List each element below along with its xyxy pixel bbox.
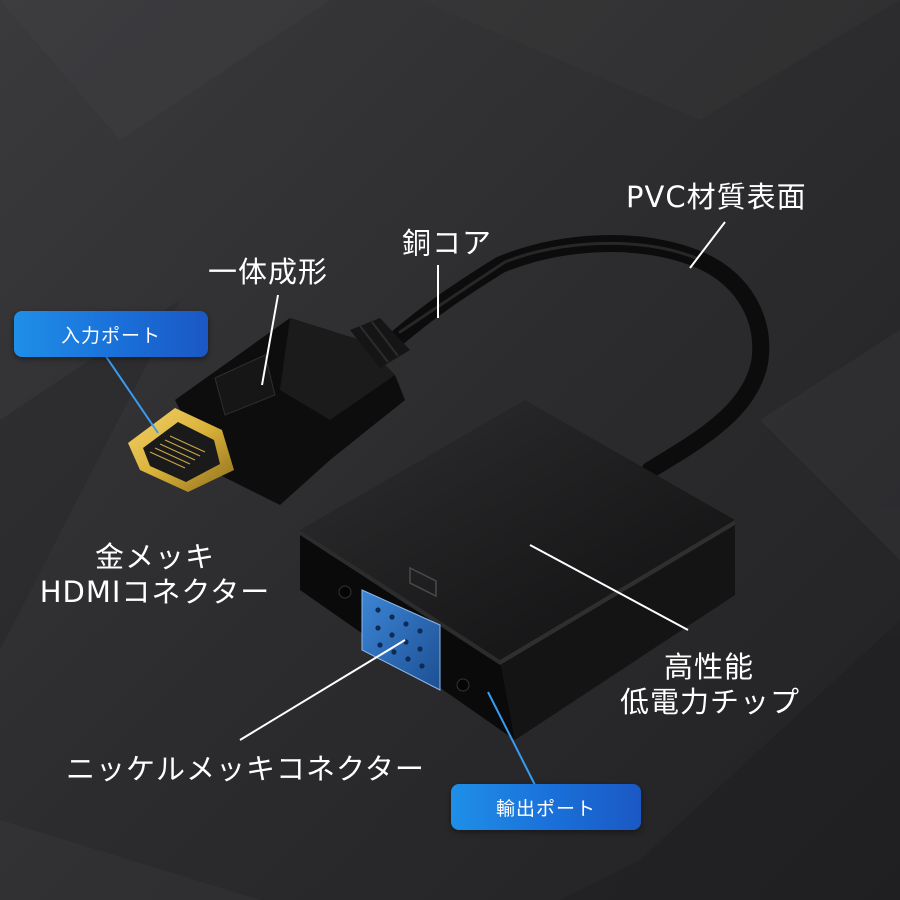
leader-pvc xyxy=(689,221,726,269)
leader-lines xyxy=(104,221,726,786)
screw-hole-left xyxy=(338,585,352,599)
label-high-performance-line1: 高性能 xyxy=(663,650,754,684)
label-copper-core: 銅コア xyxy=(402,226,493,260)
label-gold-plated-line1: 金メッキ xyxy=(94,540,215,574)
leader-nickel xyxy=(239,639,406,741)
label-nickel-connector: ニッケルメッキコネクター xyxy=(66,752,425,786)
label-gold-plated-line2: HDMIコネクター xyxy=(39,575,271,610)
hdmi-plug xyxy=(128,318,410,505)
hdmi-strain-relief xyxy=(350,318,410,368)
hdmi-connector-slot xyxy=(143,422,220,482)
hdmi-logo-plate xyxy=(214,354,276,416)
leader-output-port xyxy=(487,691,536,786)
label-integrated-molding: 一体成形 xyxy=(208,255,329,289)
label-high-performance-line2: 低電力チップ xyxy=(619,685,800,720)
vga-adapter-box xyxy=(300,400,735,740)
leader-chip xyxy=(529,544,689,631)
label-gold-plated: 金メッキ HDMIコネクター xyxy=(24,540,286,611)
monitor-icon xyxy=(409,566,437,598)
leader-integrated xyxy=(261,294,279,386)
label-high-performance: 高性能 低電力チップ xyxy=(600,650,800,721)
hdmi-plug-body-face xyxy=(280,318,395,420)
vga-pins xyxy=(375,607,425,669)
label-pvc-surface: PVC材質表面 xyxy=(626,180,807,214)
hdmi-pins xyxy=(149,435,206,469)
screw-hole-right xyxy=(456,678,470,692)
input-port-badge: 入力ポート xyxy=(14,311,208,357)
output-port-badge: 輸出ポート xyxy=(451,784,641,830)
box-top xyxy=(300,400,735,660)
box-front-right xyxy=(500,520,735,740)
leader-input-port xyxy=(104,354,159,434)
